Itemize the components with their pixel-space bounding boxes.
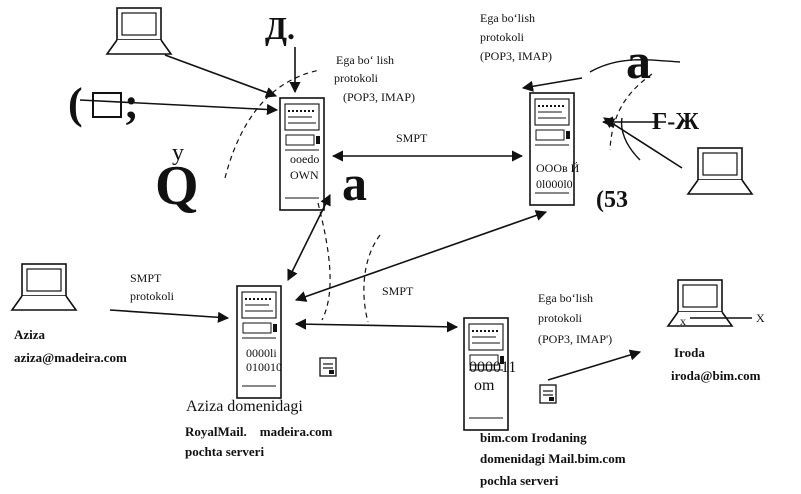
artifact-gzh: Г-Ж bbox=[652, 109, 699, 135]
aziza-server-line-3: pochta serveri bbox=[185, 444, 265, 459]
aziza-server-title: Aziza domenidagi bbox=[186, 398, 303, 415]
iroda-x-left: x bbox=[680, 314, 686, 328]
smpt-label-middle: SMPT bbox=[382, 284, 414, 298]
bim-server-screen-1: 000011 bbox=[469, 359, 517, 376]
top-server-screen-2: OWN bbox=[290, 168, 319, 182]
artifact-box-icon bbox=[92, 92, 122, 118]
iroda-email: iroda@bim.com bbox=[671, 368, 761, 383]
top-server-label-3: (POP3, IMAP) bbox=[343, 90, 416, 104]
aziza-server-line-2: RoyalMail. madeira.com bbox=[185, 424, 333, 439]
top-server-screen-1: ooedo bbox=[290, 152, 320, 166]
bim-server-line-2: domenidagi Mail.bim.com bbox=[480, 451, 626, 466]
aziza-email: aziza@madeira.com bbox=[14, 350, 127, 365]
artifact-semicolon: ; bbox=[124, 79, 139, 128]
artifact-paren: ( bbox=[68, 79, 83, 128]
smpt-protokoli-label-left: protokoli bbox=[130, 289, 174, 303]
right-server-label-2: protokoli bbox=[480, 30, 524, 44]
bim-server-label-1: Ega bo‘lish bbox=[538, 291, 593, 305]
bim-server-line-3: pochla serveri bbox=[480, 473, 559, 488]
smpt-label-top: SMPT bbox=[396, 131, 428, 145]
artifact-a-right: a bbox=[626, 33, 651, 89]
server-icon-aziza bbox=[236, 285, 282, 399]
iroda-x-right: X bbox=[756, 311, 765, 325]
top-server-label-2: protokoli bbox=[334, 71, 378, 85]
artifact-q: Q bbox=[155, 155, 199, 217]
aziza-name: Aziza bbox=[14, 327, 46, 342]
right-server-screen-1: OOOв Й bbox=[536, 161, 580, 175]
bim-server-screen-2: om bbox=[474, 377, 495, 394]
right-server-label-3: (POP3, IMAP) bbox=[480, 49, 553, 63]
right-server-side-text: (53 bbox=[596, 187, 628, 213]
artifact-d: Д. bbox=[265, 10, 296, 46]
bim-server-label-3: (POP3, IMAP') bbox=[538, 332, 613, 346]
bim-server-line-1: bim.com Irodaning bbox=[480, 430, 587, 445]
bim-server-label-2: protokoli bbox=[538, 311, 582, 325]
iroda-name: Iroda bbox=[674, 345, 705, 360]
laptop-icon-top-left bbox=[106, 7, 172, 55]
laptop-icon-aziza bbox=[11, 263, 77, 311]
right-server-label-1: Ega bo‘lish bbox=[480, 11, 535, 25]
laptop-icon-iroda bbox=[667, 279, 733, 327]
artifact-y: у bbox=[172, 140, 184, 166]
laptop-icon-right bbox=[687, 147, 753, 195]
right-server-screen-2: 0l000l0 bbox=[536, 177, 573, 191]
envelope-icon-aziza bbox=[319, 357, 337, 377]
aziza-server-screen-1: 0000li bbox=[246, 346, 277, 360]
aziza-server-screen-2: 010010 bbox=[246, 360, 282, 374]
smpt-label-left: SMPT bbox=[130, 271, 162, 285]
envelope-icon-bim bbox=[539, 384, 557, 404]
artifact-a-middle: a bbox=[342, 155, 367, 211]
top-server-label-1: Ega bo‘ lish bbox=[336, 53, 394, 67]
